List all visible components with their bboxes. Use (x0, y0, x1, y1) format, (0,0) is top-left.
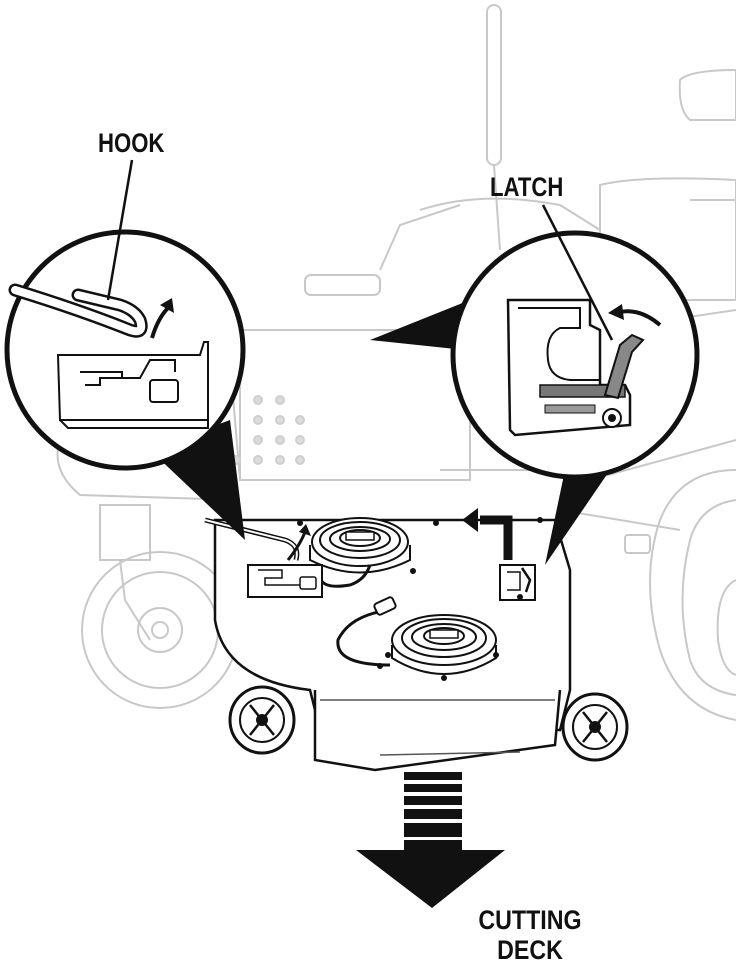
latch-label: LATCH (490, 172, 564, 202)
hook-callout (4, 159, 246, 540)
spindle-pulley-front (391, 614, 497, 675)
cutting-deck-label-line2: DECK (497, 935, 563, 965)
cutting-deck-label-line1: CUTTING (478, 905, 582, 935)
pull-out-arrow (356, 772, 505, 908)
deck-wheel-right (561, 692, 629, 762)
cutting-deck-label: CUTTING DECK (478, 905, 581, 965)
latch-callout (370, 204, 700, 565)
mower-body-outline (56, 4, 736, 721)
deck-wheel-left (228, 685, 296, 755)
hook-label: HOOK (98, 128, 165, 158)
spindle-pulley-rear (309, 517, 411, 574)
cutting-deck (204, 508, 629, 772)
